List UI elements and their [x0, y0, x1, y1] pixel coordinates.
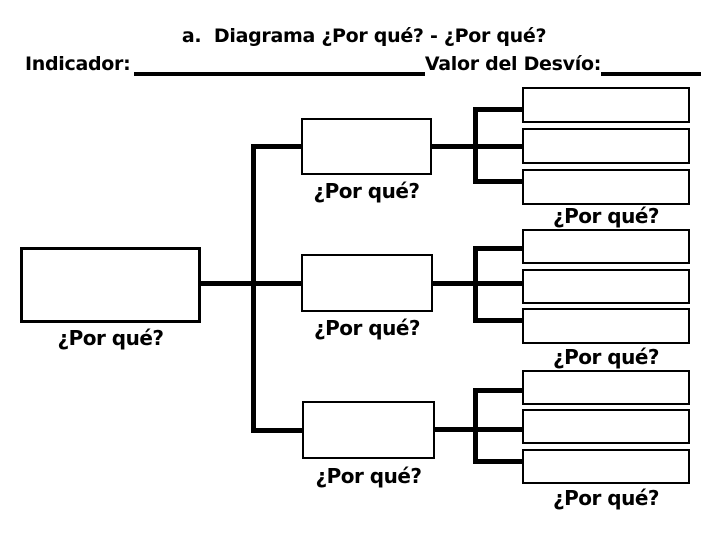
indicador-label: Indicador:	[25, 53, 131, 75]
branch-1-box	[301, 118, 432, 175]
root-why-label: ¿Por qué?	[57, 326, 164, 350]
branch-2-leaf-3-box	[522, 308, 690, 344]
branch-3-leaves-connector-line	[473, 388, 478, 464]
branch-3-leaf-1-box	[522, 370, 690, 405]
branch-3-leaf-2-box	[522, 409, 690, 444]
branch-1-leaves-connector-line	[473, 107, 478, 184]
branch-2-leaves-connector-line	[473, 246, 478, 323]
branch-2-leaf-1-box	[522, 229, 690, 264]
branch-1-leaf-3-box	[522, 169, 690, 205]
branch-3-why-label: ¿Por qué?	[315, 464, 422, 488]
root-cause-box	[20, 247, 201, 323]
branch-1-leaf-1-box	[522, 87, 690, 123]
branch-1-why-label: ¿Por qué?	[313, 179, 420, 203]
branch-1-leaves-why-label: ¿Por qué?	[552, 204, 660, 228]
branch-3-leaf-3-box	[522, 449, 690, 484]
header-fields-row: Indicador: Valor del Desvío:	[25, 52, 701, 76]
branch-1-leaf-2-box	[522, 128, 690, 164]
root-connector-line	[201, 281, 301, 286]
branch-2-leaf-2-box	[522, 269, 690, 304]
branch-3-leaf-3-stub-line	[473, 459, 522, 464]
valor-desvio-label: Valor del Desvío:	[424, 53, 601, 75]
indicador-blank-line	[134, 52, 425, 76]
branch-3-box	[302, 401, 435, 459]
branch-2-leaves-why-label: ¿Por qué?	[552, 345, 660, 369]
branch-2-why-label: ¿Por qué?	[313, 316, 421, 340]
branch-2-box	[301, 254, 433, 312]
branch-2-leaf-3-stub-line	[473, 318, 522, 323]
branch-3-leaf-1-stub-line	[473, 388, 522, 393]
branch-2-leaf-1-stub-line	[473, 246, 522, 251]
branch-1-leaf-1-stub-line	[473, 107, 522, 112]
branch-3-out-line	[435, 427, 522, 432]
branch-1-leaf-3-stub-line	[473, 179, 522, 184]
page-title: a. Diagrama ¿Por qué? - ¿Por qué?	[181, 25, 547, 47]
trunk-line	[251, 144, 256, 433]
branch-3-leaves-why-label: ¿Por qué?	[552, 486, 660, 510]
branch-1-in-line	[251, 144, 301, 149]
branch-3-in-line	[251, 428, 302, 433]
valor-desvio-blank-line	[601, 52, 701, 76]
